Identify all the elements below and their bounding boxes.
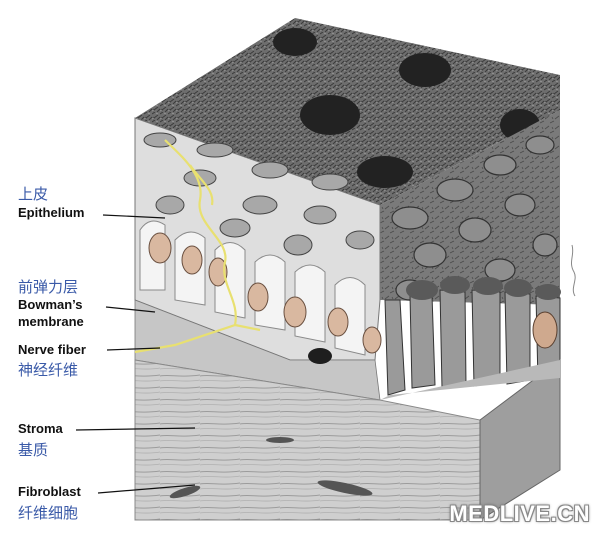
squamous-nuclei [143, 132, 375, 256]
leader-lines [75, 214, 196, 494]
lymphocyte [308, 348, 332, 364]
epithelium-label-zh: 上皮 [18, 185, 49, 203]
nerve-label-en: Nerve fiber [18, 342, 86, 357]
bowman-label-en-line2: membrane [18, 314, 84, 329]
fibroblast-label-en: Fibroblast [18, 484, 81, 499]
artist-signature [571, 244, 576, 297]
watermark: MEDLIVE.CN [449, 501, 590, 526]
bowman-membrane-band [134, 299, 381, 401]
fibroblast-label-zh: 纤维细胞 [18, 504, 79, 522]
fibroblasts [169, 437, 373, 499]
right-face-cells [391, 135, 558, 301]
basal-nuclei [148, 232, 382, 354]
nerve-fiber [134, 139, 261, 354]
stroma-label-en: Stroma [18, 421, 63, 436]
stroma-label-zh: 基质 [18, 441, 49, 459]
bowman-label-en-line1: Bowman’s [18, 297, 83, 312]
stroma-top-cut [380, 360, 560, 400]
columnar-cell-tops [406, 276, 561, 300]
columnar-nucleus [532, 311, 558, 349]
top-surface-dark-spots [273, 28, 540, 188]
bowman-label-zh: 前弹力层 [18, 278, 79, 296]
nerve-label-zh: 神经纤维 [18, 361, 79, 379]
epithelium-label-en: Epithelium [18, 205, 85, 220]
